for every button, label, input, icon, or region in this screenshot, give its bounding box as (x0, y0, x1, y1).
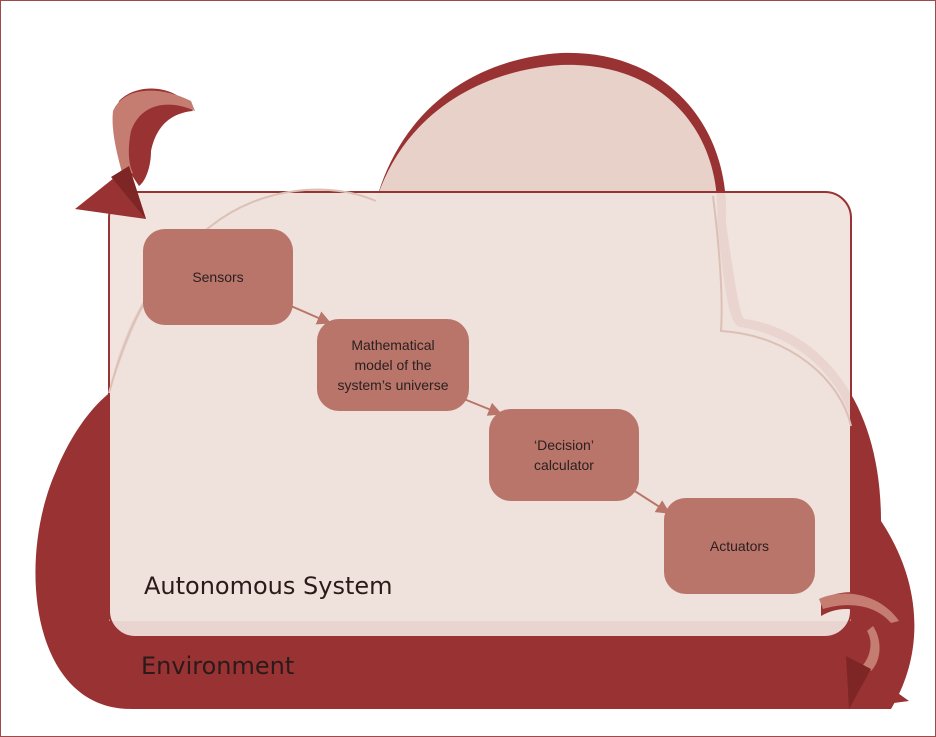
curved-loop-arrow-icon (819, 592, 909, 709)
curved-loop-arrow-icon (75, 88, 195, 219)
arrow-sensors-to-model (290, 305, 332, 325)
node-mathematical-model: Mathematical model of the system’s unive… (317, 319, 469, 411)
node-decision-calculator: ‘Decision’ calculator (489, 409, 639, 501)
node-sensors: Sensors (143, 229, 293, 325)
node-actuators: Actuators (664, 498, 815, 594)
cloud-outline (108, 188, 852, 427)
system-label: Autonomous System (144, 572, 393, 600)
environment-label: Environment (141, 652, 295, 680)
